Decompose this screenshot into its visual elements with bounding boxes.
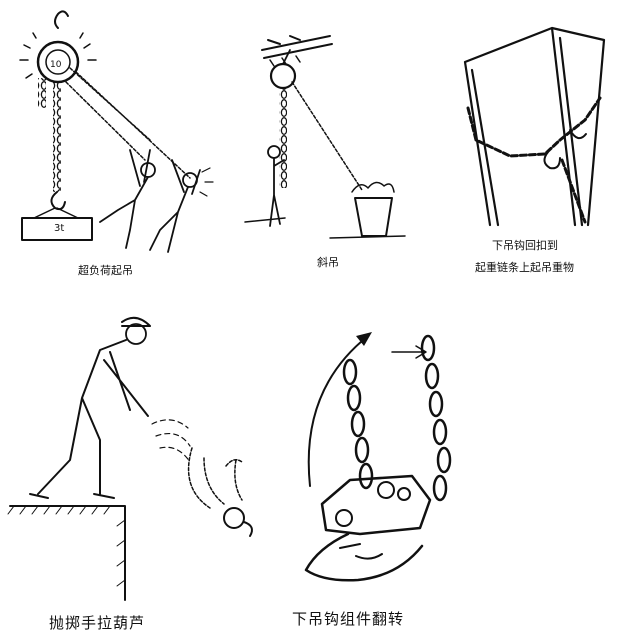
basket-load-icon [351,181,395,237]
top-hook-icon [54,10,69,29]
caption-hook-back-line2: 起重链条上起吊重物 [475,261,574,274]
helmet-icon [121,316,151,327]
right-chain-icon [420,334,452,502]
worker-2-icon [149,159,201,253]
caption-throw: 抛掷手拉葫芦 [49,614,146,632]
load-chain-icon [53,82,61,192]
ceiling-beam-icon [261,35,333,59]
panel-throw-drawing [7,316,253,601]
panel-oblique-drawing [244,35,406,239]
hook-block-icon [320,474,432,536]
lower-hook-icon [50,191,66,211]
svg-text:10: 10 [50,60,62,70]
caption-hook-back-line1: 下吊钩回扣到 [492,239,558,252]
panel-hook-back-drawing [463,26,606,227]
thrown-hoist-icon [187,447,253,537]
worker-1-icon [99,149,156,249]
left-chain-icon [342,358,374,490]
rotation-arrow-icon [307,335,369,487]
caption-oblique: 斜吊 [317,256,339,269]
hook-icon [543,129,587,170]
caption-flip: 下吊钩组件翻转 [292,610,405,628]
hoist-body-icon [269,62,297,90]
worker-icon [29,316,151,499]
weight-label: 3t [54,223,65,234]
weight-block-icon [21,217,93,241]
ledge-icon [9,505,126,601]
hook-icon [304,532,424,582]
panel-flip-drawing [304,332,452,582]
caption-overload: 超负荷起吊 [78,264,133,277]
wrapped-chain-icon [466,96,602,158]
panel-overload-drawing: 10 [19,10,214,253]
